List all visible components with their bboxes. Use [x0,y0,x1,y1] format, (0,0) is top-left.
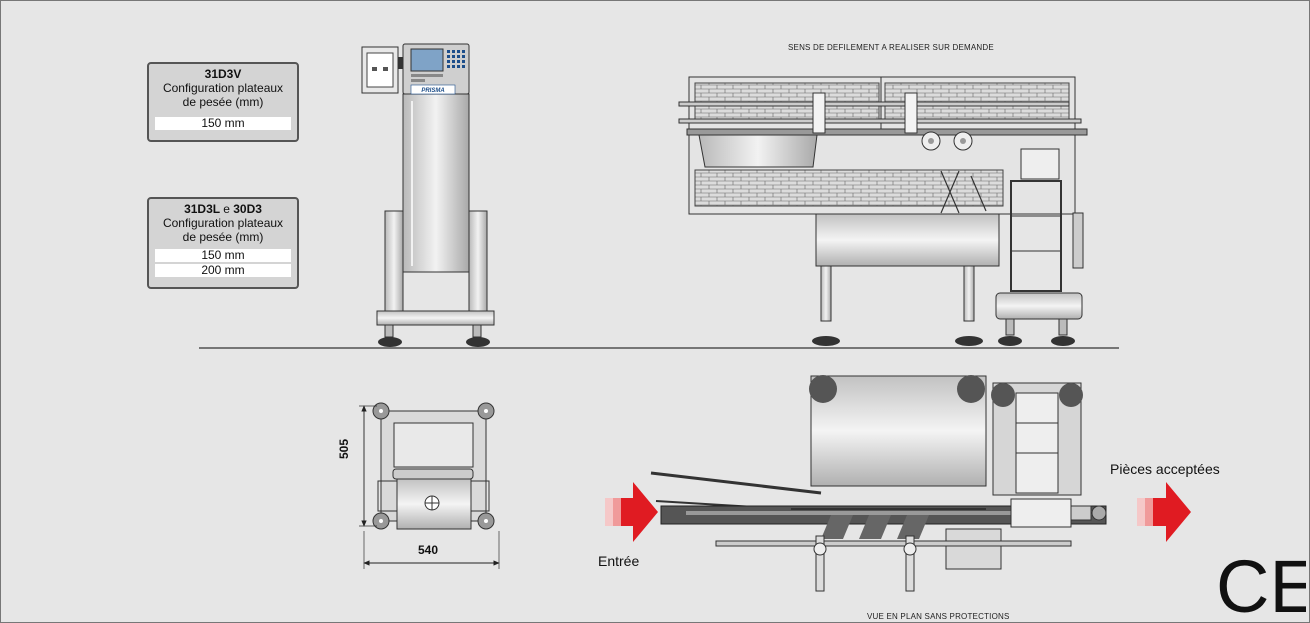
spec-box-model-a: 31D3L [184,202,220,216]
footprint-top-view [372,402,495,530]
spec-box-size: 200 mm [155,264,291,277]
dimension-lines [359,405,500,569]
spec-box-size: 150 mm [155,249,291,262]
spec-box-description-line-1: Configuration plateaux [162,216,284,230]
ce-mark-text: CE [1216,550,1306,618]
spec-box-description-line-2: de pesée (mm) [182,95,264,109]
accepted-parts-arrow [1137,482,1191,542]
vertical-machine-front-view [361,43,495,347]
spec-box-conjunction: e [223,202,230,216]
spec-box-model: 31D3V [204,67,242,81]
spec-box-size: 150 mm [155,117,291,130]
spec-box-31d3v: 31D3V Configuration plateaux de pesée (m… [147,62,299,142]
spec-box-model-b: 30D3 [233,202,262,216]
entry-label: Entrée [598,553,640,569]
spec-box-model: 31D3L e 30D3 [153,202,293,216]
dimension-width-label: 540 [418,543,439,557]
spec-box-description-line-2: de pesée (mm) [182,230,264,244]
spec-box-31d3l-30d3: 31D3L e 30D3 Configuration plateaux de p… [147,197,299,289]
conveyor-top-view [650,375,1107,592]
spec-box-description-line-1: Configuration plateaux [162,81,284,95]
ce-mark-icon: CE [1216,550,1306,618]
entry-arrow [605,482,658,542]
brand-plate-text: PRISMA [421,88,444,94]
accepted-parts-label: Pièces acceptées [1110,461,1220,477]
note-bottom: VUE EN PLAN SANS PROTECTIONS [867,612,1010,621]
brand-plate: PRISMA [410,84,456,95]
horizontal-machine-side-view [678,76,1088,346]
dimension-height-label: 505 [337,438,351,459]
note-top: SENS DE DEFILEMENT A REALISER SUR DEMAND… [788,43,994,52]
